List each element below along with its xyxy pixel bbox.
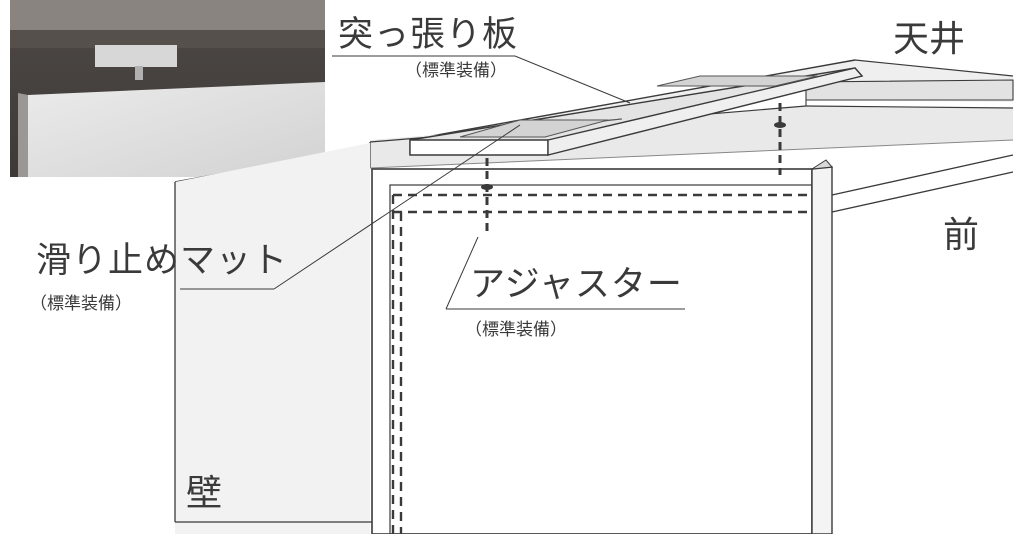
adjuster-left [481, 158, 493, 232]
photo-brace-board [95, 45, 177, 67]
leader-lines [180, 55, 685, 310]
wall-label: 壁 [186, 473, 223, 514]
brace-board [409, 67, 864, 156]
anti-slip-mat-label: 滑り止めマット [36, 241, 289, 281]
product-photo [10, 0, 325, 177]
brace-board-label: 突っ張り板 [338, 15, 519, 55]
adjuster-label: アジャスター [470, 265, 683, 305]
ceiling-label: 天井 [893, 19, 966, 60]
hidden-edges [391, 193, 812, 534]
adjuster-right [774, 103, 786, 175]
anti-slip-mat-note: （標準装備） [30, 294, 132, 314]
adjuster-note: （標準装備） [465, 320, 567, 340]
cabinet-body [371, 154, 1014, 534]
ceiling-rail [805, 79, 1014, 106]
anti-slip-mat-right [656, 75, 819, 87]
wall-surface [174, 143, 372, 534]
anti-slip-mat-left [459, 119, 609, 138]
brace-board-note: （標準装備） [405, 61, 507, 81]
photo-cabinet [28, 82, 325, 177]
front-label: 前 [943, 215, 980, 256]
